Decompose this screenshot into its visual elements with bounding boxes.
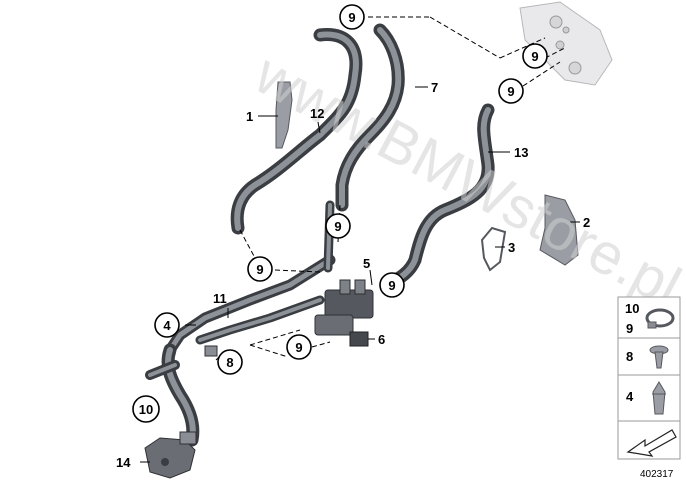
callout-10-text: 10 [139,402,153,417]
pipe-assembly-11 [164,200,336,356]
hose-7 [335,23,405,212]
label-part-6: 6 [378,332,385,347]
legend-row1-bottom: 9 [626,321,633,336]
legend-row1-top: 10 [625,301,639,316]
callout-4: 4 [154,312,180,338]
callout-9-center-text: 9 [334,219,341,234]
direction-arrow-icon [626,429,677,457]
legend-row2: 8 [626,349,633,364]
hose-clamp-icon [645,308,675,329]
label-part-14: 14 [116,455,131,470]
callout-8: 8 [217,349,243,375]
push-clip-icon [652,381,666,415]
callout-9-right-lower: 9 [498,78,524,104]
hose-12 [230,28,363,235]
callout-8-text: 8 [226,355,233,370]
callout-9-lower-text: 9 [295,340,302,355]
callout-9-right-upper-text: 9 [531,49,538,64]
callout-9-right-upper: 9 [522,43,548,69]
callout-4-text: 4 [163,318,171,333]
clamp-8 [204,345,218,357]
legend-row3: 4 [626,389,634,404]
callout-9-lower: 9 [286,334,312,360]
label-part-12: 12 [310,106,324,121]
part-6-connector [349,331,369,347]
valve-block-5 [314,279,374,336]
bracket-3 [480,226,507,272]
reference-number: 402317 [640,469,674,480]
part-14-pump [144,431,197,479]
callout-9-top: 9 [339,4,365,30]
label-part-5: 5 [363,256,370,271]
callout-9-left: 9 [247,256,273,282]
label-part-2: 2 [583,215,590,230]
legend-panel: 10 9 8 4 [617,296,681,460]
callout-10: 10 [132,395,160,423]
callout-9-left-text: 9 [256,262,263,277]
label-part-1: 1 [246,109,253,124]
callout-9-valve-text: 9 [388,278,395,293]
label-part-3: 3 [508,240,515,255]
label-part-11: 11 [213,291,227,306]
bracket-2 [539,194,579,266]
callout-9-right-lower-text: 9 [507,84,514,99]
callout-9-top-text: 9 [348,10,355,25]
label-part-13: 13 [514,145,528,160]
hose-10 [145,343,200,447]
callout-9-valve: 9 [379,272,405,298]
label-part-7: 7 [431,80,438,95]
hose-13 [385,103,495,289]
callout-9-center: 9 [325,213,351,239]
screw-icon [649,345,669,369]
